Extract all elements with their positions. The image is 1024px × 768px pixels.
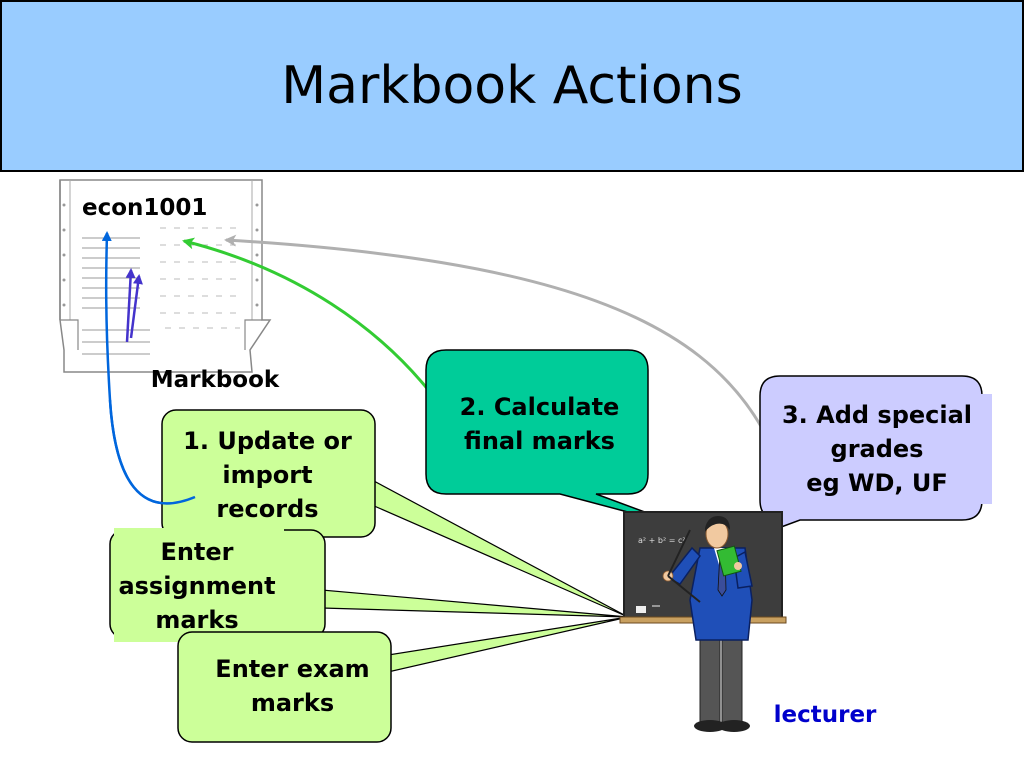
record-arrow-2 [129,274,143,339]
callout-calculate-text: 2. Calculate final marks [459,393,620,455]
special-grades-arrow [224,234,764,429]
title-bar: Markbook Actions [0,0,1024,172]
callout-special-box [759,375,992,534]
callout-assignment-text: Enter assignment marks [118,538,276,634]
callout-update-text: 1. Update or import records [183,427,352,523]
callout-exam-box [177,631,392,743]
markbook-course-label: econ1001 [82,195,208,221]
slide-title: Markbook Actions [281,56,743,116]
callout-special-text: 3. Add special grades eg WD, UF [781,401,973,497]
record-arrow-1 [125,268,136,343]
teacher-figure-icon [662,516,753,732]
spreadsheet-icon [59,179,272,373]
markbook-caption: Markbook [150,367,280,393]
lecturer-label: lecturer [773,702,877,728]
calculate-arrow [182,237,432,393]
chalkboard-formula: a² + b² = c² [638,536,686,545]
callout-tails [321,478,629,673]
callout-exam-text: Enter exam marks [215,655,370,717]
